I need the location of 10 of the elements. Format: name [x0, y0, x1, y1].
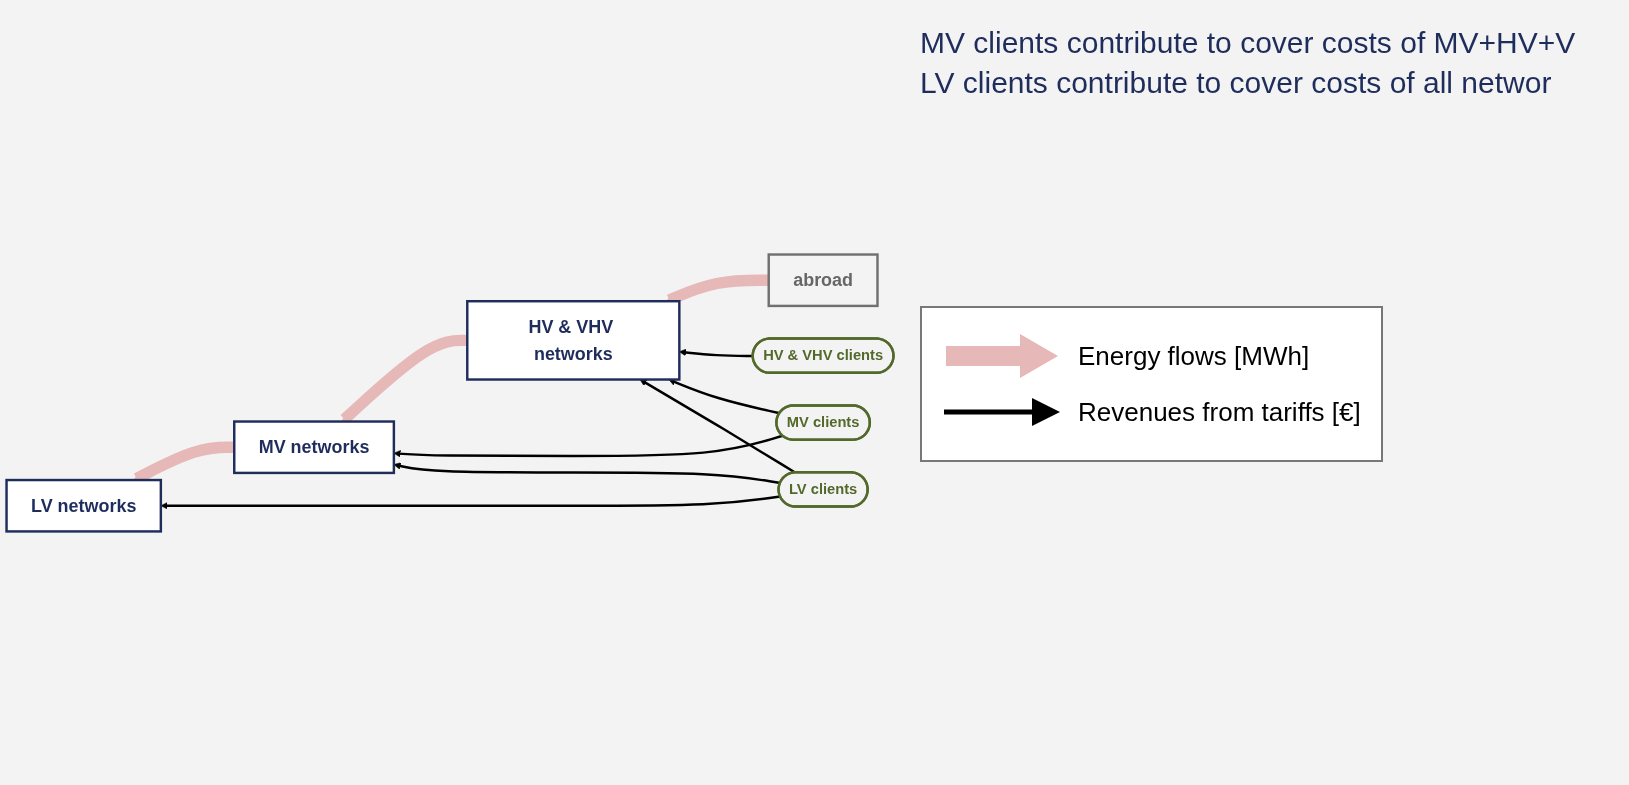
- node-box: LV networks: [5, 478, 163, 533]
- node-box: HV & VHV networks: [466, 299, 681, 381]
- legend-text: Energy flows [MWh]: [1078, 340, 1310, 372]
- node-box: abroad: [767, 252, 879, 307]
- arrow: [160, 494, 781, 509]
- bullet-text: MV clients contribute to cover costs of MV+HV+V: [920, 26, 1577, 60]
- bullet-text: LV clients contribute to cover costs of all networ: [920, 66, 1553, 100]
- arrow: [393, 434, 783, 457]
- legend-text: Revenues from tariffs [€]: [1078, 396, 1361, 428]
- node-box: MV networks: [233, 419, 396, 474]
